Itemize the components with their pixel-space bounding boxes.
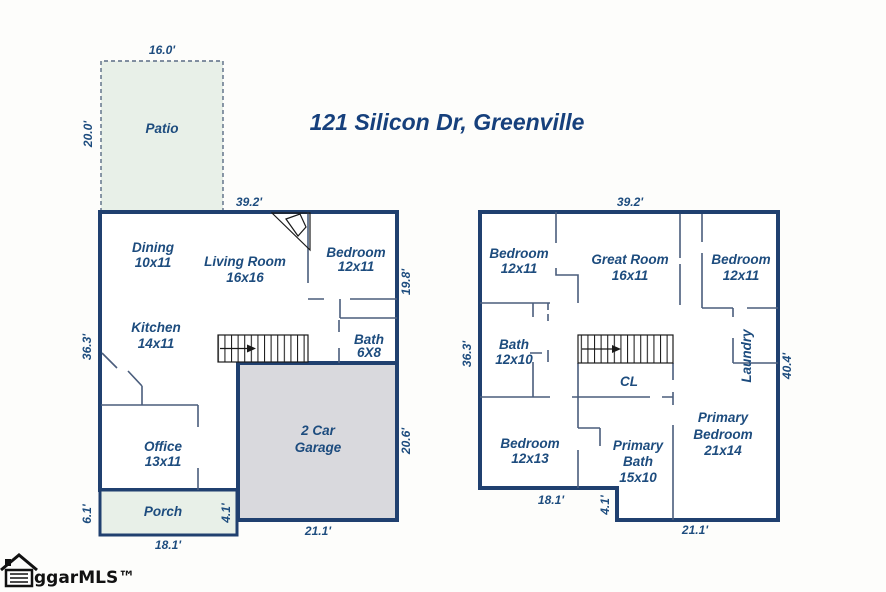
fireplace-icon xyxy=(270,212,311,252)
first-floor-room-labels: Dining 10x11 Living Room 16x16 Bedroom 1… xyxy=(131,240,385,469)
first-floor-plan: Patio 16.0' 20.0' 2 Car Garage Porch xyxy=(80,43,413,552)
patio-area: Patio 16.0' 20.0' xyxy=(81,43,224,213)
bedroom1-size: 12x11 xyxy=(338,259,375,274)
ff-dim-left: 36.3' xyxy=(80,333,94,360)
ff-dim-porch-bottom: 18.1' xyxy=(155,538,182,552)
bath2-label: Bath xyxy=(499,337,529,352)
laundry-label: Laundry xyxy=(739,328,754,383)
bedroom-tl-label: Bedroom xyxy=(489,246,548,261)
second-floor-stairs xyxy=(577,334,674,364)
bedroom1-label: Bedroom xyxy=(326,245,385,260)
great-room-size: 16x11 xyxy=(612,268,649,283)
great-room-label: Great Room xyxy=(591,252,668,267)
second-floor-plan: Bedroom 12x11 Great Room 16x11 Bedroom 1… xyxy=(460,195,794,537)
garage-area: 2 Car Garage xyxy=(236,361,399,522)
bedroom-bl-size: 12x13 xyxy=(511,451,549,466)
bedroom-tl-size: 12x11 xyxy=(501,261,538,276)
first-floor-dims: 39.2' 19.8' 36.3' 20.6' 21.1' 6.1' 4.1' … xyxy=(80,195,413,552)
patio-label: Patio xyxy=(145,121,178,136)
page-title: 121 Silicon Dr, Greenville xyxy=(310,109,585,135)
second-floor-dims: 39.2' 36.3' 40.4' 18.1' 4.1' 21.1' xyxy=(460,195,794,537)
bath1-label: Bath xyxy=(354,332,384,347)
patio-dim-left: 20.0' xyxy=(81,120,95,148)
bedroom-tr-label: Bedroom xyxy=(711,252,770,267)
porch-label: Porch xyxy=(144,504,182,519)
patio-outline xyxy=(100,60,224,213)
garage-label-line1: 2 Car xyxy=(300,423,336,438)
garage-outline xyxy=(236,361,399,522)
logo-text: ggarMLS™ xyxy=(34,568,135,588)
dining-size: 10x11 xyxy=(135,255,172,270)
kitchen-label: Kitchen xyxy=(131,320,181,335)
bath1-size: 6X8 xyxy=(357,345,382,360)
primary-bath-label-line1: Primary xyxy=(613,438,665,453)
sf-dim-left: 36.3' xyxy=(460,340,474,367)
ff-dim-top: 39.2' xyxy=(236,195,263,209)
living-label: Living Room xyxy=(204,254,286,269)
primary-bedroom-size: 21x14 xyxy=(703,443,742,458)
primary-bath-label-line2: Bath xyxy=(623,454,653,469)
mls-logo: ggarMLS™ xyxy=(0,553,135,588)
sf-dim-bottom-right: 21.1' xyxy=(681,523,709,537)
second-floor-interior-walls xyxy=(480,212,778,520)
kitchen-size: 14x11 xyxy=(138,336,175,351)
office-label: Office xyxy=(144,439,183,454)
bedroom-tr-size: 12x11 xyxy=(723,268,760,283)
patio-dim-top: 16.0' xyxy=(149,43,176,57)
primary-bath-size: 15x10 xyxy=(619,470,657,485)
ff-dim-garage-right: 20.6' xyxy=(399,427,413,455)
sf-dim-top: 39.2' xyxy=(617,195,644,209)
closet-label: CL xyxy=(620,374,638,389)
ff-dim-right-upper: 19.8' xyxy=(399,268,413,295)
sf-dim-right: 40.4' xyxy=(780,352,794,380)
porch-area: Porch xyxy=(98,488,239,537)
first-floor-stairs xyxy=(217,334,309,363)
second-floor-outline xyxy=(478,210,780,522)
office-size: 13x11 xyxy=(145,454,182,469)
bedroom-bl-label: Bedroom xyxy=(500,436,559,451)
ff-dim-garage-bottom: 21.1' xyxy=(304,524,332,538)
porch-outline xyxy=(98,488,239,537)
living-size: 16x16 xyxy=(226,270,264,285)
bath2-size: 12x10 xyxy=(495,352,533,367)
primary-bedroom-label-line2: Bedroom xyxy=(693,427,752,442)
ff-dim-porch-right: 4.1' xyxy=(219,502,233,524)
primary-bedroom-label-line1: Primary xyxy=(698,410,750,425)
ff-dim-porch-left: 6.1' xyxy=(80,503,94,524)
sf-dim-bottom-left: 18.1' xyxy=(538,493,565,507)
dining-label: Dining xyxy=(132,240,175,255)
sf-dim-bottom-step: 4.1' xyxy=(598,494,612,516)
house-icon xyxy=(0,553,38,588)
second-floor-room-labels: Bedroom 12x11 Great Room 16x11 Bedroom 1… xyxy=(489,246,770,485)
garage-label-line2: Garage xyxy=(295,440,342,455)
